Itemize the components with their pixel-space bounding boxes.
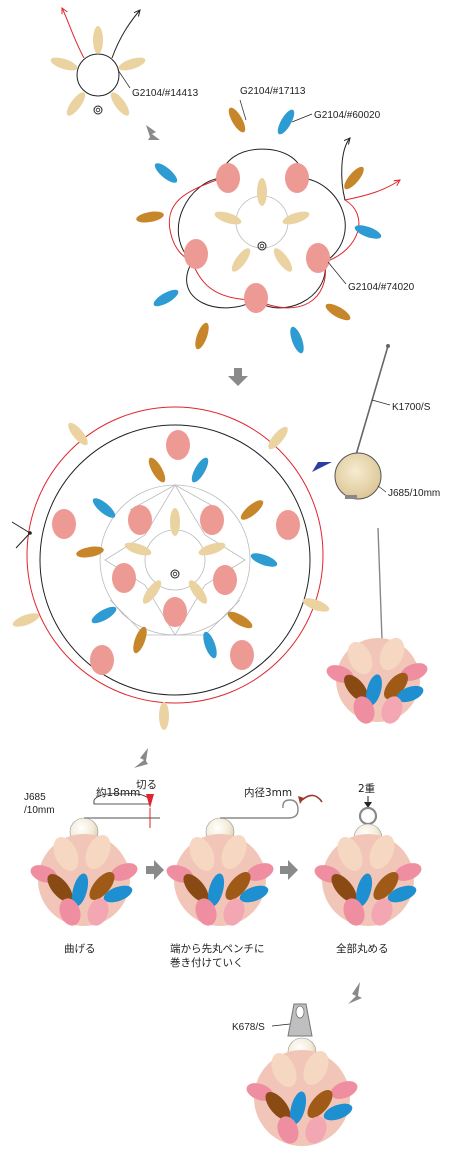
step3-outer-petals [12, 422, 330, 730]
step2-outer-petals [136, 107, 382, 354]
caption-bend: 曲げる [64, 943, 96, 955]
cut-label: 切る [136, 779, 157, 791]
step2-pink-beads [184, 163, 330, 313]
gray-arrow-4 [146, 860, 164, 880]
caption-wrap-2: 巻き付けていく [170, 956, 244, 969]
step3-inner-petals [124, 508, 226, 604]
pearl-label: J685/10mm [388, 488, 440, 499]
step1-diagram: G2104/#14413 [50, 8, 199, 116]
gray-arrow-3 [134, 748, 148, 768]
step2-inner-petals [214, 178, 310, 272]
gray-arrow-2 [228, 368, 248, 386]
step2-bead-label-c: G2104/#74020 [348, 282, 415, 293]
inner-dia-label: 内径3mm [244, 786, 292, 799]
step4-ball-roll: 2重 全部丸める [314, 782, 422, 955]
step3-diagram [11, 406, 330, 730]
gray-arrow-5 [280, 860, 298, 880]
bail-label: K678/S [232, 1022, 265, 1033]
measure-label: 約18mm [96, 786, 140, 799]
step1-bead-label: G2104/#14413 [132, 88, 199, 99]
step3-middle-petals [76, 457, 278, 659]
caption-roll: 全部丸める [336, 942, 389, 955]
pearl-small-label-2: /10mm [24, 805, 55, 816]
step3-outer-pink [52, 430, 300, 675]
beaded-ball-1 [326, 527, 428, 724]
caption-wrap-1: 端から先丸ペンチに [170, 942, 265, 955]
step2-bead-label-a: G2104/#17113 [240, 86, 306, 97]
step2-bead-label-b: G2104/#60020 [314, 110, 381, 121]
step1-petals [50, 26, 146, 116]
step3-middle-pink [112, 505, 237, 627]
final-pendant: K678/S [232, 1003, 358, 1146]
pearl-small-label-1: J685 [24, 792, 46, 803]
gray-arrow-1 [146, 125, 160, 140]
head-pin-and-pearl: K1700/S J685/10mm [312, 344, 440, 500]
gray-arrow-6 [348, 982, 362, 1004]
step4-ball-bend: 約18mm 切る J685 /10mm 曲げる [24, 779, 160, 955]
double-label: 2重 [358, 782, 375, 795]
pin-label: K1700/S [392, 402, 431, 413]
step2-diagram: G2104/#17113 G2104/#60020 G2104/#74020 [136, 86, 415, 354]
step4-ball-wrap: 内径3mm 端から先丸ペンチに 巻き付けていく [166, 786, 323, 969]
